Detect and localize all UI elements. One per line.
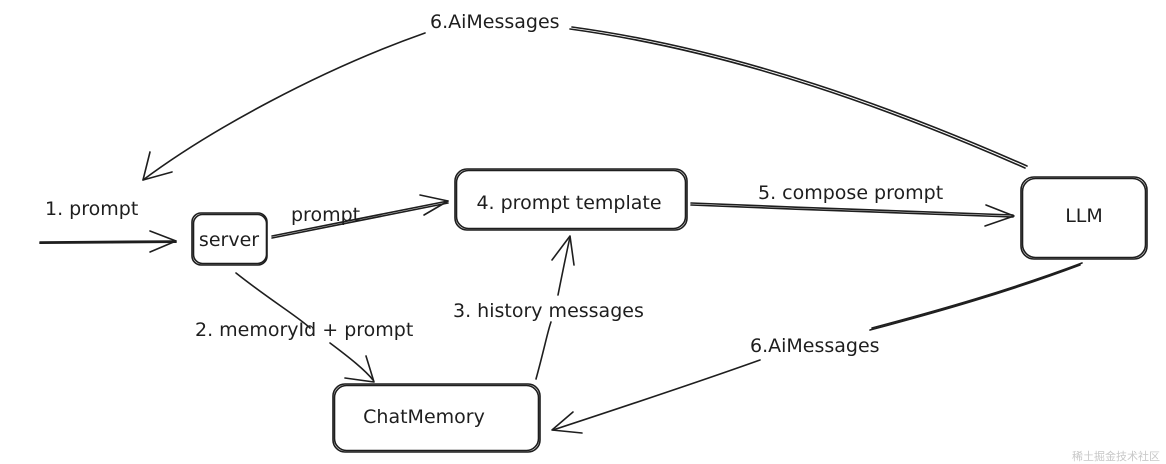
arrow-template-to-llm [690, 202, 1015, 227]
arrow-llm-to-server [142, 26, 1028, 181]
arrow-llm-to-memory [551, 262, 1083, 434]
llm-node: LLM [1020, 176, 1148, 260]
memory-to-template-label: 3. history messages [453, 300, 644, 322]
arrow-server-to-memory [235, 272, 375, 383]
input-prompt-label: 1. prompt [45, 198, 138, 220]
arrow-memory-to-template [535, 235, 575, 380]
llm-to-memory-label: 6.AiMessages [750, 335, 880, 357]
prompt-template-node: 4. prompt template [454, 168, 688, 231]
arrow-input-prompt [39, 230, 177, 253]
chat-memory-node: ChatMemory [332, 383, 541, 453]
llm-to-server-label: 6.AiMessages [430, 11, 560, 33]
llm-label: LLM [1065, 205, 1103, 227]
template-to-llm-label: 5. compose prompt [758, 182, 943, 204]
server-to-memory-label: 2. memoryId + prompt [195, 319, 413, 341]
server-label: server [199, 229, 259, 251]
server-node: server [191, 212, 268, 266]
arrow-server-to-template [271, 194, 449, 239]
prompt-template-label: 4. prompt template [476, 192, 661, 214]
watermark: 稀土掘金技术社区 [1072, 449, 1160, 463]
server-to-template-label: prompt [291, 204, 360, 226]
chat-memory-label: ChatMemory [363, 406, 485, 428]
